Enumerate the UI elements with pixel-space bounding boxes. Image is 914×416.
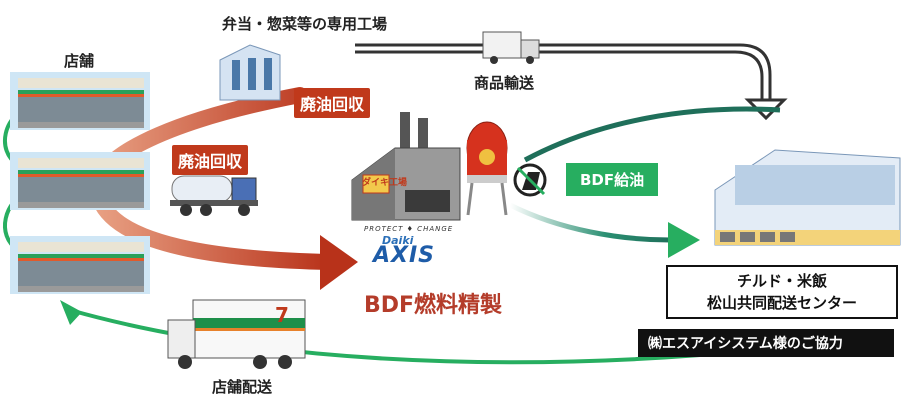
truck-icon (482, 31, 540, 64)
store-delivery-label: 店舗配送 (212, 378, 273, 396)
refining-title: BDF燃料精製 (364, 293, 503, 318)
delivery-arrowhead (60, 300, 82, 325)
bdf-arrow-line (508, 202, 671, 243)
fuel-tank-icon (466, 121, 508, 216)
transport-label: 商品輸送 (474, 74, 535, 92)
store-icon (10, 236, 150, 294)
transport-arrow-line (355, 43, 772, 100)
store-icon (10, 152, 150, 210)
oil-collection-label-1: 廃油回収 (294, 88, 371, 118)
upper-teal-arc (523, 106, 781, 163)
svg-text:7: 7 (275, 303, 289, 327)
logo-name: AXIS (373, 243, 436, 268)
distribution-center-icon (714, 149, 901, 246)
factory-building-icon (219, 44, 281, 101)
oil-collection-arrowhead (320, 235, 358, 290)
delivery-truck-icon: 7 (167, 299, 306, 369)
oil-collection-label-2: 廃油回収 (172, 145, 249, 175)
factory-label: 弁当・惣菜等の専用工場 (222, 15, 388, 33)
store-icon (10, 72, 150, 130)
stores-label: 店舗 (64, 52, 95, 70)
cooperation-label: ㈱エスアイシステム様のご協力 (638, 329, 894, 357)
refinery-icon (351, 112, 461, 221)
tank-sign: ダイキ工場 (362, 178, 408, 188)
center-line-2: 松山共同配送センター (706, 294, 857, 312)
bdf-pump-icon (513, 163, 547, 197)
tank-truck-icon (170, 175, 258, 216)
bdf-arrowhead (668, 222, 700, 258)
logo-brand: Daiki (382, 234, 414, 247)
logo-tagline: PROTECT ♦ CHANGE (364, 225, 454, 233)
bdf-refuel-label: BDF給油 (566, 163, 659, 196)
distribution-center-box: チルド・米飯 松山共同配送センター (666, 265, 898, 319)
center-line-1: チルド・米飯 (736, 272, 827, 290)
